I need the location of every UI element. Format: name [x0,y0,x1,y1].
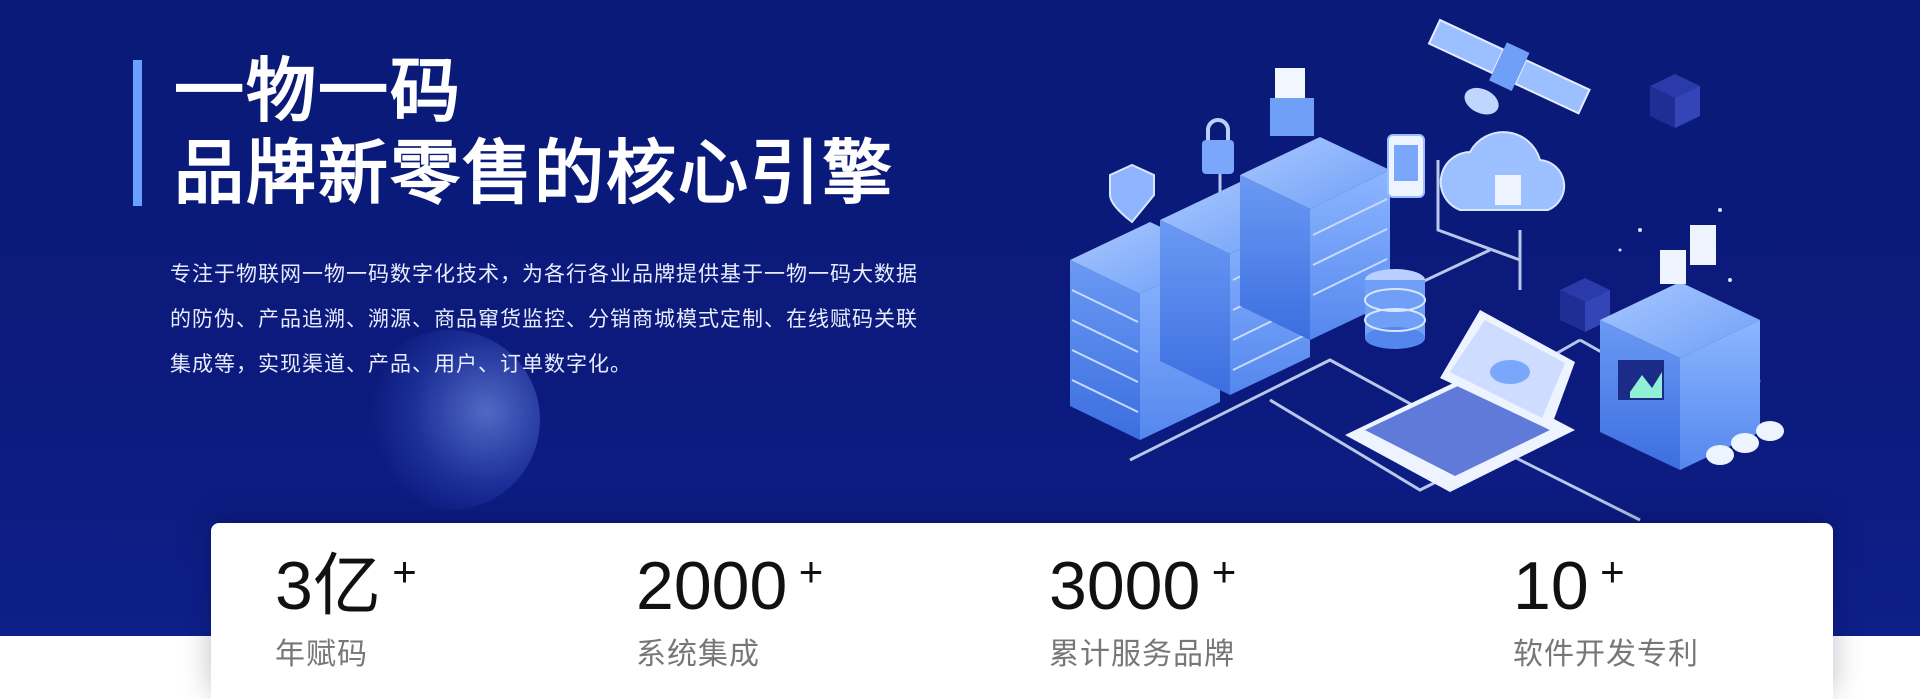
stat-value: 2000 + [636,548,823,624]
stat-value: 10 + [1513,548,1625,624]
conveyor-rollers [1706,421,1784,465]
iot-illustration [1070,18,1784,522]
hero-title-line1: 一物一码 [174,50,462,132]
cloud-icon [1439,131,1566,211]
stat-plus: + [798,548,824,595]
stat-number: 3亿 [275,548,381,624]
laptop-icon [1345,310,1575,492]
stat-item-patents: 10 + 软件开发专利 [1513,548,1699,673]
stat-label: 系统集成 [636,637,760,672]
stat-number: 3000 [1049,548,1201,624]
shield-icon [1109,163,1155,224]
stat-value: 3000 + [1049,548,1236,624]
sparkle-dots [1618,208,1732,282]
stat-label: 累计服务品牌 [1049,637,1235,672]
stat-number: 10 [1513,548,1589,624]
document-icon [1270,68,1314,136]
stat-label: 软件开发专利 [1513,637,1699,672]
factory-machine-icon [1600,225,1784,470]
stat-item-annual-codes: 3亿 + 年赋码 [275,548,417,673]
lock-icon [1202,118,1234,174]
hero-description-line1: 专注于物联网一物一码数字化技术，为各行各业品牌提供基于一物一码大数据 [170,262,918,286]
hero-title: 一物一码 品牌新零售的核心引擎 [174,50,894,214]
stat-value: 3亿 + [275,548,417,624]
hero-title-line2: 品牌新零售的核心引擎 [174,132,894,214]
stat-number: 2000 [636,548,788,624]
database-icon [1364,269,1426,349]
stat-plus: + [392,548,417,595]
satellite-icon [1427,18,1591,115]
stats-panel: 3亿 + 年赋码 2000 + 系统集成 3000 + 累计服务品牌 10 + … [211,523,1833,699]
glow-orb [360,330,540,510]
stat-label: 年赋码 [275,637,368,672]
hero-description-line2: 的防伪、产品追溯、溯源、商品窜货监控、分销商城模式定制、在线赋码关联 [170,307,918,331]
hero-description-line3: 集成等，实现渠道、产品、用户、订单数字化。 [170,352,632,376]
title-accent-bar [133,60,142,206]
stat-plus: + [1211,548,1237,595]
cube-decoration [1560,74,1700,332]
stat-plus: + [1600,548,1625,595]
phone-icon [1387,134,1425,198]
stat-item-system-integration: 2000 + 系统集成 [636,548,823,673]
hero-description: 专注于物联网一物一码数字化技术，为各行各业品牌提供基于一物一码大数据 的防伪、产… [170,252,990,387]
stat-item-brands-served: 3000 + 累计服务品牌 [1049,548,1236,673]
